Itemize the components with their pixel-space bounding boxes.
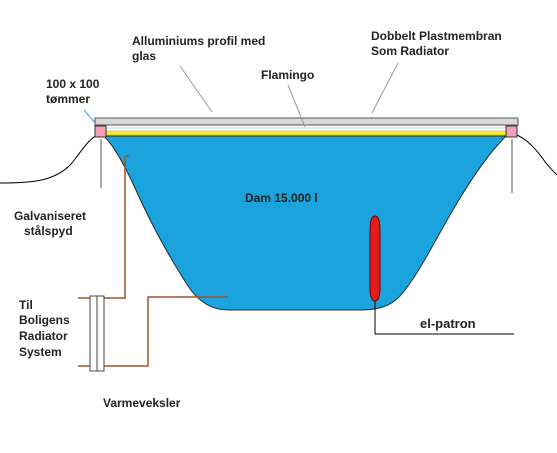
- membrane-leader: [371, 62, 399, 114]
- profile-leader: [179, 65, 213, 113]
- label-system-4: System: [19, 345, 62, 359]
- heater-leader: [374, 301, 514, 335]
- label-exchanger: Varmeveksler: [103, 396, 181, 410]
- label-timber-1: 100 x 100: [46, 77, 100, 91]
- label-membrane-1: Dobbelt Plastmembran: [371, 29, 502, 43]
- label-system-2: Boligens: [19, 313, 70, 327]
- pipe-upper: [104, 154, 130, 299]
- label-profile-2: glas: [132, 49, 156, 63]
- label-system-3: Radiator: [19, 329, 68, 343]
- timber-leader: [83, 109, 97, 125]
- label-element: el-patron: [420, 316, 476, 331]
- ground-left: [0, 132, 102, 184]
- label-spike-1: Galvaniseret: [14, 209, 86, 223]
- timber-post-right: [505, 125, 518, 138]
- ground-right: [511, 132, 557, 176]
- label-membrane-2: Som Radiator: [371, 44, 449, 58]
- label-timber-2: tømmer: [46, 92, 90, 106]
- aluminium-profile: [94, 117, 519, 126]
- flamingo-leader: [287, 84, 306, 128]
- label-spike-2: stålspyd: [24, 224, 73, 238]
- label-flamingo: Flamingo: [261, 68, 314, 82]
- pond-water: [102, 135, 508, 311]
- electric-heater: [369, 215, 381, 302]
- flamingo-insulation: [103, 130, 507, 136]
- label-profile-1: Alluminiums profil med: [132, 34, 265, 48]
- timber-post-left: [94, 125, 107, 138]
- pipe-lower: [104, 296, 228, 367]
- label-dam: Dam 15.000 l: [245, 191, 318, 205]
- label-system-1: Til: [19, 298, 33, 312]
